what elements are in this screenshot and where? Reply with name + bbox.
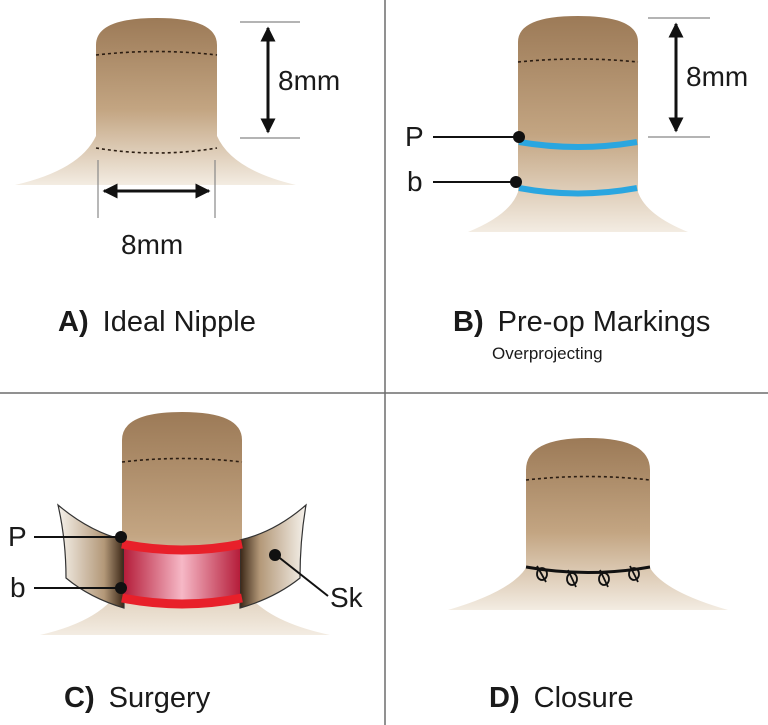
panel-b: 8mm P b B) Pre-op Markings Overprojectin… [405, 16, 748, 363]
caption-d: D) Closure [489, 682, 634, 714]
pointer-b-b [433, 176, 522, 188]
caption-b-title: Pre-op Markings [498, 306, 711, 338]
nipple-illustration-a [15, 18, 296, 185]
incision-line-p [121, 539, 243, 555]
vertical-dim-label-b: 8mm [686, 61, 748, 92]
marker-b-label-b: b [407, 166, 423, 197]
caption-a-title: Ideal Nipple [103, 306, 256, 338]
vertical-dimension-a [240, 21, 300, 139]
marker-sk-label: Sk [330, 582, 364, 613]
vertical-dimension-b [648, 17, 710, 138]
caption-b: B) Pre-op Markings [453, 306, 710, 338]
incision-line-b [121, 593, 243, 609]
horizontal-dimension-a [97, 160, 216, 218]
caption-b-letter: B) [453, 306, 484, 338]
caption-a: A) Ideal Nipple [58, 306, 256, 338]
caption-b-subtitle: Overprojecting [492, 344, 603, 363]
suture-line [525, 565, 651, 588]
panel-d: D) Closure [448, 438, 728, 714]
horizontal-dim-label-a: 8mm [121, 229, 183, 260]
vertical-dim-label-a: 8mm [278, 65, 340, 96]
marker-p-label-c: P [8, 521, 27, 552]
marking-line-b [518, 185, 638, 197]
pointer-p-b [433, 131, 525, 143]
caption-c: C) Surgery [64, 682, 211, 714]
pointer-b-c [34, 582, 127, 594]
marker-b-label-c: b [10, 572, 26, 603]
excised-band [124, 548, 240, 600]
nipple-illustration-d [448, 438, 728, 610]
caption-c-title: Surgery [109, 682, 211, 714]
pointer-sk [269, 549, 329, 597]
caption-d-title: Closure [534, 682, 634, 714]
marking-line-p [518, 139, 638, 150]
marker-p-label-b: P [405, 121, 424, 152]
nipple-illustration-c [40, 412, 330, 635]
panel-a: 8mm 8mm A) Ideal Nipple [15, 18, 340, 338]
pointer-p-c [34, 531, 127, 543]
caption-c-letter: C) [64, 682, 95, 714]
skin-flap-left [57, 503, 125, 609]
panel-c: P b Sk C) Surgery [8, 412, 364, 714]
nipple-illustration-b [468, 16, 688, 232]
caption-a-letter: A) [58, 306, 89, 338]
caption-d-letter: D) [489, 682, 520, 714]
